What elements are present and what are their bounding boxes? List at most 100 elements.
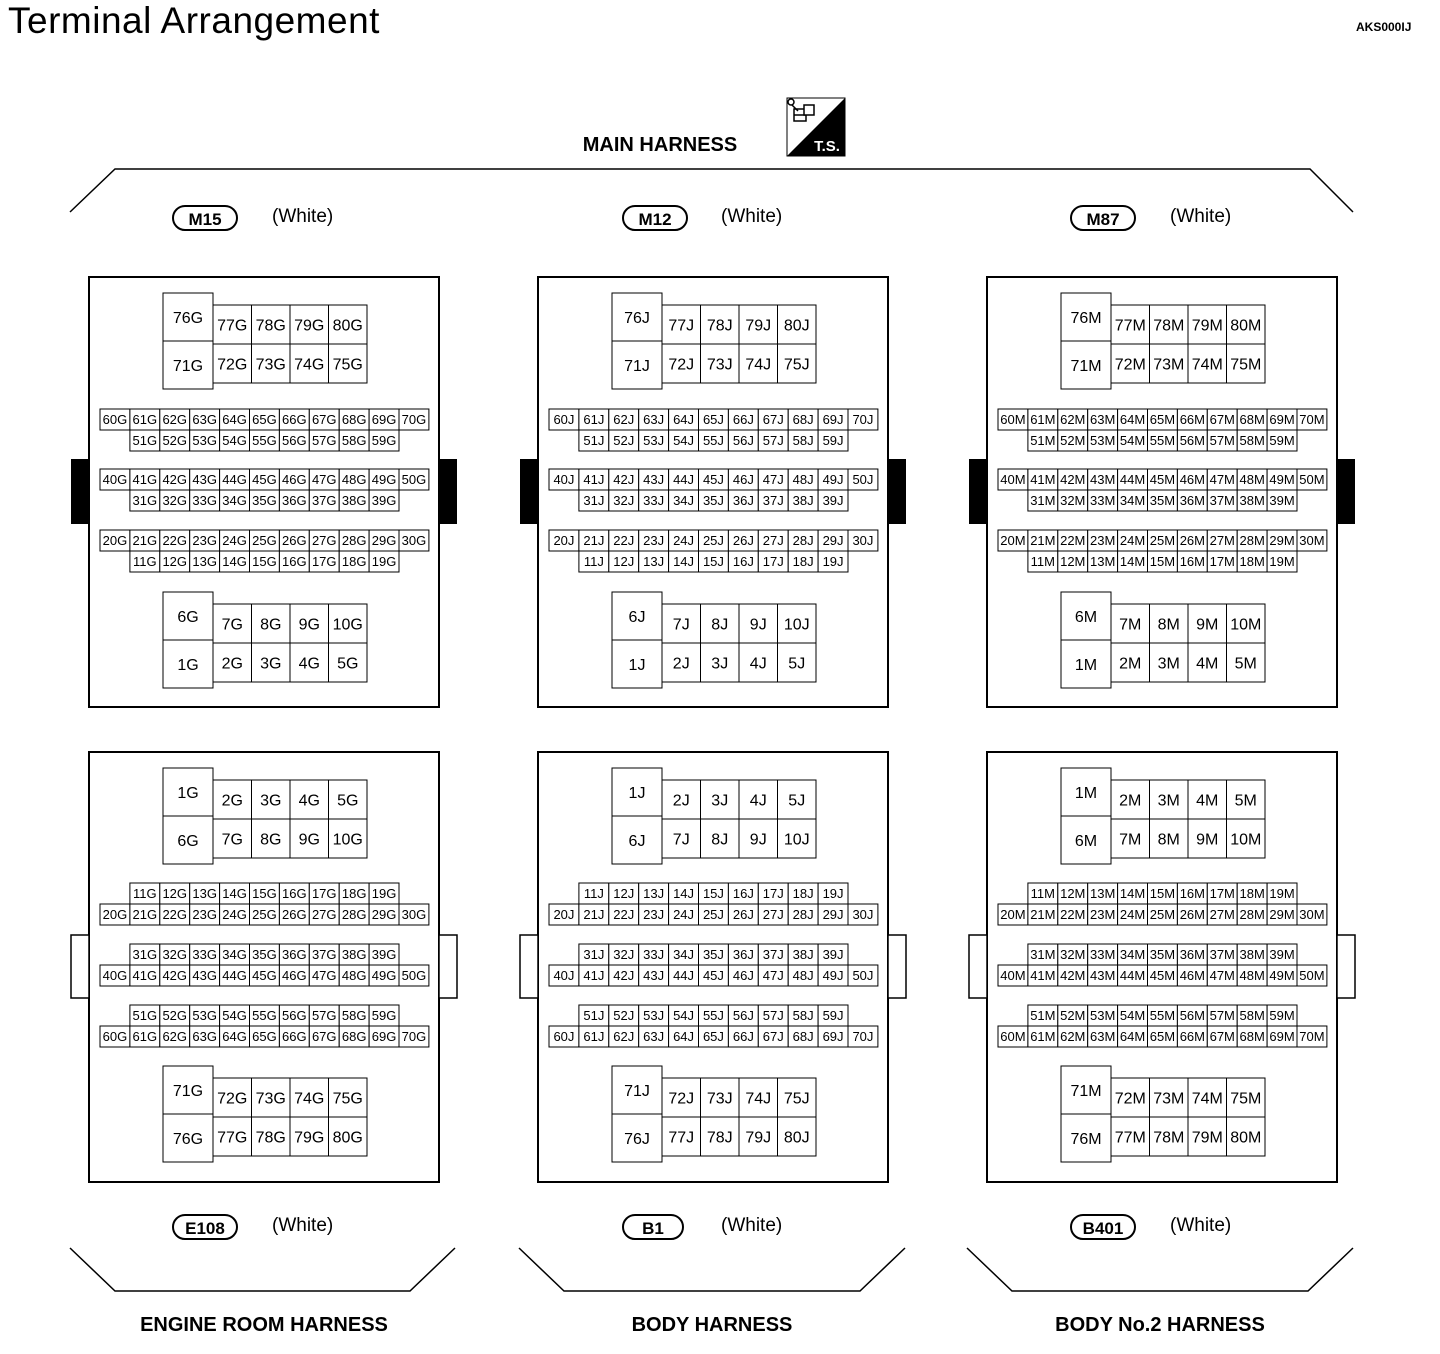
- terminal-cell: [817, 429, 849, 452]
- terminal-number: 1G: [177, 785, 198, 802]
- terminal-3: 3M: [1149, 779, 1189, 820]
- terminal-number: 9G: [299, 831, 320, 848]
- terminal-41: 41J: [578, 964, 610, 987]
- terminal-22: 22M: [1057, 529, 1089, 552]
- terminal-8: 8G: [251, 818, 291, 859]
- terminal-71: 71G: [162, 1065, 214, 1115]
- terminal-80: 80G: [328, 304, 368, 345]
- terminal-cell: [1296, 468, 1328, 491]
- terminal-cell: [398, 408, 430, 431]
- terminal-number: 22G: [162, 533, 187, 548]
- terminal-number: 67G: [312, 412, 337, 427]
- terminal-34: 34G: [219, 489, 251, 512]
- terminal-number: 74M: [1192, 356, 1223, 373]
- terminal-cell: [162, 340, 214, 390]
- terminal-number: 8J: [711, 616, 728, 633]
- terminal-71: 71J: [611, 1065, 663, 1115]
- terminal-number: 64M: [1120, 1029, 1145, 1044]
- connector-latch: [520, 459, 538, 524]
- terminal-59: 59M: [1266, 1004, 1298, 1027]
- terminal-67: 67J: [757, 408, 789, 431]
- terminal-70: 70J: [847, 408, 879, 431]
- terminal-number: 31J: [583, 493, 604, 508]
- terminal-number: 61J: [583, 412, 604, 427]
- terminal-number: 63J: [643, 412, 664, 427]
- terminal-66: 66M: [1176, 1025, 1208, 1048]
- terminal-number: 68J: [793, 412, 814, 427]
- terminal-cell: [251, 642, 291, 683]
- terminal-46: 46G: [278, 964, 310, 987]
- terminal-number: 61M: [1030, 1029, 1055, 1044]
- terminal-67: 67J: [757, 1025, 789, 1048]
- terminal-2: 2J: [661, 779, 701, 820]
- connector-latch: [438, 934, 458, 999]
- terminal-21: 21J: [578, 903, 610, 926]
- terminal-number: 28J: [793, 533, 814, 548]
- terminal-number: 6J: [629, 609, 646, 626]
- terminal-number: 19M: [1269, 886, 1294, 901]
- terminal-number: 64M: [1120, 412, 1145, 427]
- terminal-38: 38G: [338, 943, 370, 966]
- terminal-38: 38M: [1236, 489, 1268, 512]
- terminal-number: 23J: [643, 907, 664, 922]
- terminal-number: 16M: [1180, 554, 1205, 569]
- terminal-number: 10J: [784, 831, 810, 848]
- terminal-number: 2J: [673, 792, 690, 809]
- terminal-number: 51J: [583, 1008, 604, 1023]
- terminal-73: 73J: [700, 343, 740, 384]
- terminal-number: 56G: [282, 433, 307, 448]
- terminal-number: 31M: [1030, 947, 1055, 962]
- terminal-cell: [777, 779, 817, 820]
- terminal-58: 58G: [338, 1004, 370, 1027]
- terminal-number: 25J: [703, 907, 724, 922]
- terminal-26: 26G: [278, 903, 310, 926]
- terminal-cell: [700, 304, 740, 345]
- terminal-number: 7G: [222, 616, 243, 633]
- terminal-number: 52G: [162, 433, 187, 448]
- terminal-number: 43J: [643, 968, 664, 983]
- terminal-number: 27M: [1210, 907, 1235, 922]
- terminal-number: 37J: [763, 947, 784, 962]
- terminal-cell: [611, 340, 663, 390]
- terminal-number: 45G: [252, 472, 277, 487]
- terminal-number: 73J: [707, 356, 733, 373]
- terminal-51: 51J: [578, 429, 610, 452]
- terminal-18: 18M: [1236, 550, 1268, 573]
- terminal-number: 58J: [793, 433, 814, 448]
- connector-id-m12: M12: [622, 205, 688, 231]
- terminal-number: 67G: [312, 1029, 337, 1044]
- terminal-61: 61J: [578, 1025, 610, 1048]
- terminal-28: 28J: [787, 529, 819, 552]
- terminal-number: 40G: [103, 472, 128, 487]
- terminal-76: 76M: [1060, 292, 1112, 342]
- terminal-75: 75G: [328, 1077, 368, 1118]
- terminal-68: 68G: [338, 408, 370, 431]
- terminal-41: 41M: [1027, 468, 1059, 491]
- terminal-7: 7J: [661, 818, 701, 859]
- terminal-45: 45J: [698, 468, 729, 491]
- terminal-50: 50G: [398, 964, 430, 987]
- terminal-79: 79M: [1187, 304, 1227, 345]
- terminal-cell: [328, 343, 368, 384]
- terminal-55: 55M: [1147, 1004, 1178, 1027]
- terminal-number: 33J: [643, 493, 664, 508]
- terminal-number: 17J: [763, 886, 784, 901]
- terminal-74: 74M: [1187, 1077, 1227, 1118]
- terminal-number: 68M: [1240, 1029, 1265, 1044]
- terminal-22: 22G: [159, 529, 191, 552]
- terminal-20: 20J: [548, 903, 580, 926]
- terminal-number: 57G: [312, 433, 337, 448]
- terminal-9: 9G: [289, 818, 329, 859]
- terminal-number: 40M: [1000, 968, 1025, 983]
- terminal-cell: [700, 779, 740, 820]
- terminal-cell: [162, 639, 214, 689]
- terminal-21: 21G: [129, 529, 161, 552]
- terminal-cell: [777, 343, 817, 384]
- terminal-number: 70M: [1299, 1029, 1324, 1044]
- terminal-46: 46M: [1176, 468, 1208, 491]
- terminal-54: 54J: [668, 429, 699, 452]
- connector-latch: [1337, 459, 1355, 524]
- terminal-number: 70G: [402, 412, 427, 427]
- terminal-32: 32M: [1057, 489, 1089, 512]
- terminal-62: 62M: [1057, 408, 1089, 431]
